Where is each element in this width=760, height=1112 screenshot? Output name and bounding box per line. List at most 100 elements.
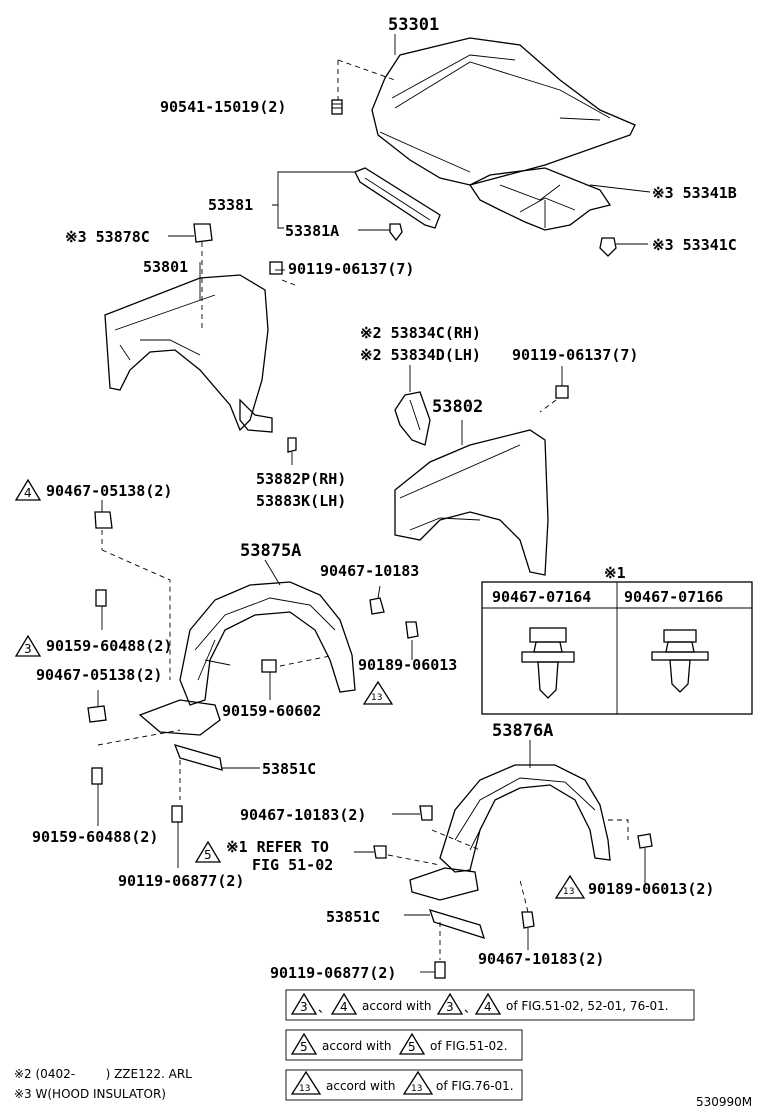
triangle-marker-3-text: 3 [24, 642, 32, 656]
clip-90467-10183-mid-icon [419, 805, 433, 821]
liner-53875a-drawing [138, 581, 356, 736]
note-box-1: 3 、 4 accord with 3 、 4 of FIG.51-02, 52… [285, 989, 695, 1021]
label-53381a: 53381A [285, 222, 339, 240]
clip-90189-06013-b-icon [637, 833, 653, 849]
triangle-marker-13a: 13 [362, 680, 394, 705]
clip-53882p-icon [287, 437, 297, 453]
label-53851c-b: 53851C [326, 908, 380, 926]
label-90159-60488-b: 90159-60488(2) [32, 828, 158, 846]
label-53381: 53381 [208, 196, 253, 214]
label-90119-06877-a: 90119-06877(2) [118, 872, 244, 890]
clip-90467-10183-top-icon [369, 597, 385, 615]
clip-table-mark: ※1 [604, 564, 626, 582]
clip-90467-10183-bot-icon [521, 911, 535, 929]
label-53341c: ※3 53341C [652, 236, 737, 254]
note2-tri2: 5 [408, 1040, 416, 1054]
footnote-3: ※3 W(HOOD INSULATOR) [14, 1087, 166, 1101]
fender-53801-drawing [104, 274, 273, 433]
note1-tri3: 3 [446, 1000, 454, 1014]
clip-table-col2: 90467-07166 [624, 588, 723, 606]
triangle-marker-3: 3 [14, 634, 42, 657]
label-90467-10183-mid: 90467-10183(2) [240, 806, 366, 824]
clip-90467-07164-icon [521, 627, 575, 699]
note2-tri1: 5 [300, 1040, 308, 1054]
bolt-90119-mid-icon [555, 385, 569, 399]
bolt-90119-06877-a-icon [171, 805, 183, 823]
bolt-90159-60602-icon [261, 659, 277, 673]
label-53851c-a: 53851C [262, 760, 316, 778]
bolt-90541-icon [331, 99, 343, 115]
label-53834c: ※2 53834C(RH) [360, 324, 481, 342]
label-90467-10183-top: 90467-10183 [320, 562, 419, 580]
note1-sep1: 、 [318, 1001, 330, 1015]
figure-id: 530990M [696, 1095, 752, 1109]
triangle-marker-4: 4 [14, 478, 42, 501]
clip-ref51-icon [373, 845, 387, 859]
label-53883k: 53883K(LH) [256, 492, 346, 510]
note1-tri4: 4 [484, 1000, 492, 1014]
label-53834d: ※2 53834D(LH) [360, 346, 481, 364]
triangle-marker-13b: 13 [554, 874, 586, 899]
triangle-marker-4-text: 4 [24, 486, 32, 500]
label-53878c: ※3 53878C [65, 228, 150, 246]
label-90159-60488-a: 90159-60488(2) [46, 637, 172, 655]
clip-53341c-icon [599, 237, 617, 257]
label-53802: 53802 [432, 397, 483, 417]
bracket-53851c-b-drawing [428, 909, 485, 939]
pad-53878c-icon [193, 223, 213, 243]
note-box-2: 5 accord with 5 of FIG.51-02. [285, 1029, 523, 1061]
label-53301: 53301 [388, 15, 439, 35]
note1-text2: of FIG.51-02, 52-01, 76-01. [506, 999, 669, 1013]
label-90467-05138-mid: 90467-05138(2) [36, 666, 162, 684]
label-90189-06013-b: 90189-06013(2) [588, 880, 714, 898]
label-53801: 53801 [143, 258, 188, 276]
liner-53876a-drawing [409, 764, 611, 901]
clip-90189-06013-a-icon [405, 621, 419, 639]
bolt-90119-06877-b-icon [434, 961, 446, 979]
note3-text1: accord with [326, 1079, 396, 1093]
footnote-2: ※2 (0402- ) ZZE122. ARL [14, 1067, 192, 1081]
label-90119-06137-top: 90119-06137(7) [288, 260, 414, 278]
label-53882p: 53882P(RH) [256, 470, 346, 488]
label-90189-06013-a: 90189-06013 [358, 656, 457, 674]
note1-sep2: 、 [464, 1001, 476, 1015]
note3-tri1: 13 [299, 1084, 310, 1094]
label-90119-06877-b: 90119-06877(2) [270, 964, 396, 982]
triangle-marker-13b-text: 13 [563, 887, 574, 897]
label-refer-to: ※1 REFER TO [226, 838, 329, 856]
bracket-53851c-a-drawing [173, 744, 223, 771]
triangle-marker-5-text: 5 [204, 848, 212, 862]
triangle-marker-5: 5 [194, 840, 222, 863]
note3-tri2: 13 [411, 1084, 422, 1094]
nut-90467-05138-top-icon [94, 511, 113, 529]
label-53876a: 53876A [492, 721, 553, 741]
hood-drawing [371, 37, 636, 231]
note1-tri2: 4 [340, 1000, 348, 1014]
triangle-marker-13a-text: 13 [371, 693, 382, 703]
note3-text2: of FIG.76-01. [436, 1079, 514, 1093]
label-90119-06137-mid: 90119-06137(7) [512, 346, 638, 364]
clip-table-col1: 90467-07164 [492, 588, 591, 606]
bolt-90119-top-icon [269, 261, 283, 275]
label-90159-60602: 90159-60602 [222, 702, 321, 720]
clip-53381a-icon [389, 223, 403, 242]
note-box-3: 13 accord with 13 of FIG.76-01. [285, 1069, 523, 1101]
label-90467-10183-bot: 90467-10183(2) [478, 950, 604, 968]
note2-text2: of FIG.51-02. [430, 1039, 508, 1053]
fender-53802-drawing [394, 429, 549, 576]
clip-90467-07166-icon [651, 629, 709, 693]
label-90467-05138-top: 90467-05138(2) [46, 482, 172, 500]
label-53875a: 53875A [240, 541, 301, 561]
note2-text1: accord with [322, 1039, 392, 1053]
bolt-90159-60488-a-icon [95, 589, 107, 607]
label-90541-15019: 90541-15019(2) [160, 98, 286, 116]
hood-seal-drawing [354, 167, 441, 229]
note1-text1: accord with [362, 999, 432, 1013]
note1-tri1: 3 [300, 1000, 308, 1014]
label-53341b: ※3 53341B [652, 184, 737, 202]
label-refer-fig: FIG 51-02 [252, 856, 333, 874]
bolt-90159-60488-b-icon [91, 767, 103, 785]
nut-90467-05138-mid-icon [87, 705, 107, 723]
bracket-53834-drawing [394, 391, 431, 446]
